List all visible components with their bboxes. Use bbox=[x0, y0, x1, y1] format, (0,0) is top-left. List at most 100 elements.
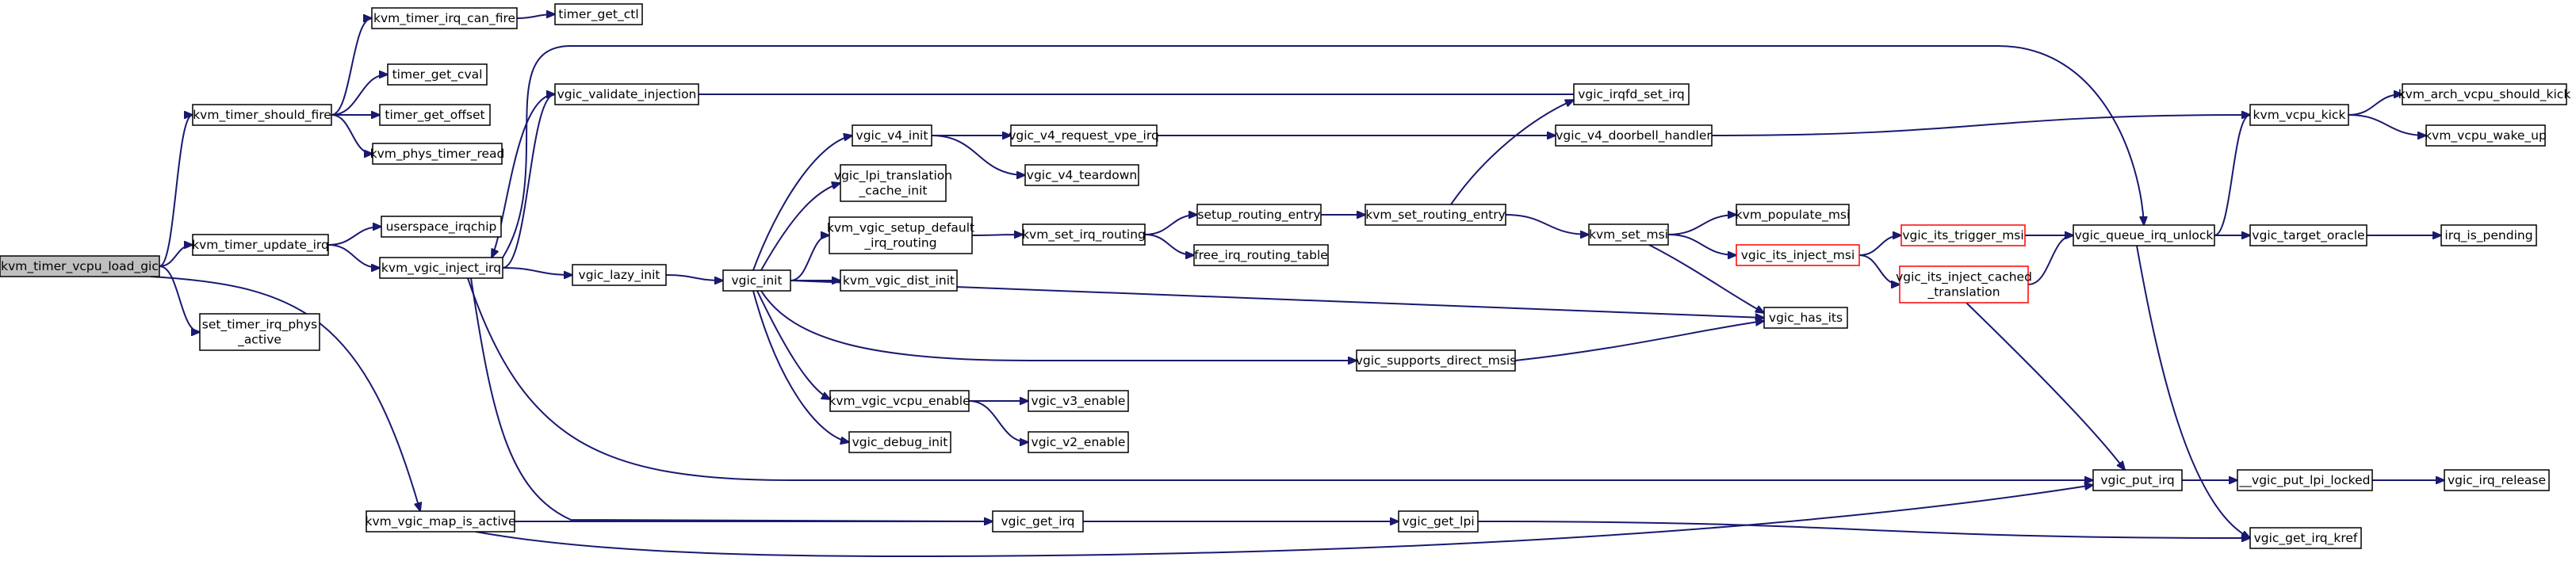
node-irq-is-pending[interactable]: irq_is_pending bbox=[2440, 224, 2537, 246]
node-box bbox=[1196, 204, 1322, 226]
node-timer-get-offset[interactable]: timer_get_offset bbox=[379, 104, 491, 126]
node-box bbox=[1365, 204, 1506, 226]
node-box bbox=[2092, 469, 2183, 491]
node-label: setup_routing_entry bbox=[1197, 208, 1320, 223]
node-box bbox=[379, 257, 503, 279]
node-vgic-irq-release[interactable]: vgic_irq_release bbox=[2444, 469, 2550, 491]
node-box bbox=[2249, 527, 2362, 549]
node-box bbox=[1555, 124, 1713, 147]
node-vgic-supports-direct-msis[interactable]: vgic_supports_direct_msis bbox=[1356, 349, 1517, 372]
node-box bbox=[2440, 224, 2537, 246]
node-kvm-vgic-inject-irq[interactable]: kvm_vgic_inject_irq bbox=[379, 257, 503, 279]
node-label: userspace_irqchip bbox=[386, 220, 497, 235]
node-label: kvm_arch_vcpu_should_kick bbox=[2398, 87, 2571, 102]
call-edge bbox=[502, 94, 555, 269]
call-edge bbox=[159, 245, 193, 267]
node-kvm-vgic-dist-init[interactable]: kvm_vgic_dist_init bbox=[840, 269, 958, 292]
node-vgic-its-trigger-msi[interactable]: vgic_its_trigger_msi bbox=[1900, 224, 2026, 246]
node-kvm-populate-msi[interactable]: kvm_populate_msi bbox=[1736, 204, 1851, 226]
node-label: timer_get_cval bbox=[392, 67, 483, 82]
node-label: irq_is_pending bbox=[2444, 228, 2532, 243]
node-label: kvm_timer_update_irq bbox=[192, 238, 329, 253]
node-timer-get-cval[interactable]: timer_get_cval bbox=[387, 63, 488, 86]
node-box bbox=[1024, 164, 1139, 186]
node-vgic-validate-injection[interactable]: vgic_validate_injection bbox=[554, 83, 699, 105]
node-label: vgic_lazy_init bbox=[579, 268, 660, 283]
node-kvm-timer-should-fire[interactable]: kvm_timer_should_fire bbox=[192, 104, 332, 126]
node-box bbox=[572, 264, 667, 286]
node-vgic-get-irq[interactable]: vgic_get_irq bbox=[992, 510, 1084, 533]
node-kvm-vcpu-wake-up[interactable]: kvm_vcpu_wake_up bbox=[2425, 124, 2547, 147]
call-edge bbox=[1965, 302, 2125, 470]
node-box bbox=[1588, 223, 1669, 246]
node-box bbox=[2444, 469, 2550, 491]
function-nodes: kvm_timer_vcpu_load_gic kvm_timer_should_… bbox=[0, 3, 2571, 549]
node-box bbox=[829, 390, 970, 412]
node-kvm-timer-irq-can-fire[interactable]: kvm_timer_irq_can_fire bbox=[371, 7, 518, 29]
node-free-irq-routing-table[interactable]: free_irq_routing_table bbox=[1193, 244, 1329, 266]
node-kvm-vgic-vcpu-enable[interactable]: kvm_vgic_vcpu_enable bbox=[829, 390, 970, 412]
node-vgic-put-lpi-locked[interactable]: __vgic_put_lpi_locked bbox=[2237, 469, 2373, 491]
node-kvm-arch-vcpu-should-kick[interactable]: kvm_arch_vcpu_should_kick bbox=[2398, 83, 2571, 105]
call-edge bbox=[159, 265, 200, 332]
node-vgic-target-oracle[interactable]: vgic_target_oracle bbox=[2249, 224, 2367, 246]
node-vgic-v3-enable[interactable]: vgic_v3_enable bbox=[1028, 390, 1129, 412]
call-edge bbox=[331, 18, 372, 116]
node-setup-routing-entry[interactable]: setup_routing_entry bbox=[1196, 204, 1322, 226]
node-vgic-v4-teardown[interactable]: vgic_v4_teardown bbox=[1024, 164, 1139, 186]
node-vgic-get-irq-kref[interactable]: vgic_get_irq_kref bbox=[2249, 527, 2362, 549]
node-vgic-lazy-init[interactable]: vgic_lazy_init bbox=[572, 264, 667, 286]
node-vgic-put-irq[interactable]: vgic_put_irq bbox=[2092, 469, 2183, 491]
node-kvm-set-routing-entry[interactable]: kvm_set_routing_entry bbox=[1365, 204, 1506, 226]
node-kvm-set-irq-routing[interactable]: kvm_set_irq_routing bbox=[1022, 223, 1146, 246]
call-edge bbox=[327, 244, 380, 268]
call-edge bbox=[931, 135, 1025, 175]
call-edge bbox=[331, 114, 373, 154]
call-edge bbox=[2348, 94, 2402, 116]
node-label: vgic_target_oracle bbox=[2252, 228, 2364, 243]
node-vgic-v4-doorbell-handler[interactable]: vgic_v4_doorbell_handler bbox=[1555, 124, 1713, 147]
node-vgic-v4-init[interactable]: vgic_v4_init bbox=[852, 124, 932, 147]
call-edge bbox=[752, 136, 852, 271]
node-box bbox=[722, 269, 791, 292]
node-kvm-vgic-map-is-active[interactable]: kvm_vgic_map_is_active bbox=[365, 510, 516, 533]
node-label: vgic_v4_doorbell_handler bbox=[1556, 128, 1712, 143]
node-box bbox=[1398, 510, 1479, 533]
node-label: vgic_irqfd_set_irq bbox=[1578, 87, 1685, 102]
node-userspace-irqchip[interactable]: userspace_irqchip bbox=[381, 216, 502, 238]
node-vgic-get-lpi[interactable]: vgic_get_lpi bbox=[1398, 510, 1479, 533]
node-kvm-timer-vcpu-load-gic[interactable]: kvm_timer_vcpu_load_gic bbox=[0, 255, 160, 277]
node-label: vgic_init bbox=[731, 273, 782, 288]
node-vgic-debug-init[interactable]: vgic_debug_init bbox=[848, 431, 951, 453]
node-vgic-lpi-translation-cache-init[interactable]: vgic_lpi_translation_cache_init bbox=[834, 164, 952, 202]
node-label: kvm_phys_timer_read bbox=[370, 147, 505, 162]
node-vgic-has-its[interactable]: vgic_has_its bbox=[1763, 307, 1848, 329]
node-vgic-its-inject-cached-translation[interactable]: vgic_its_inject_cached_translation bbox=[1896, 265, 2032, 303]
node-label: kvm_vcpu_wake_up bbox=[2425, 128, 2547, 143]
node-vgic-init[interactable]: vgic_init bbox=[722, 269, 791, 292]
node-vgic-its-inject-msi[interactable]: vgic_its_inject_msi bbox=[1736, 244, 1860, 266]
node-kvm-vgic-setup-default-irq-routing[interactable]: kvm_vgic_setup_default_irq_routing bbox=[827, 216, 974, 254]
call-edge bbox=[1144, 234, 1194, 255]
node-vgic-queue-irq-unlock[interactable]: vgic_queue_irq_unlock bbox=[2073, 224, 2215, 246]
node-box bbox=[2402, 83, 2567, 105]
call-edge bbox=[1858, 235, 1901, 256]
node-box bbox=[554, 83, 699, 105]
node-box bbox=[1028, 431, 1129, 453]
node-kvm-set-msi[interactable]: kvm_set_msi bbox=[1588, 223, 1669, 246]
node-label: _cache_init bbox=[859, 184, 928, 199]
node-vgic-v4-request-vpe-irq[interactable]: vgic_v4_request_vpe_irq bbox=[1009, 124, 1159, 147]
node-vgic-v2-enable[interactable]: vgic_v2_enable bbox=[1028, 431, 1129, 453]
node-kvm-vcpu-kick[interactable]: kvm_vcpu_kick bbox=[2249, 104, 2349, 126]
node-label: vgic_lpi_translation bbox=[834, 169, 952, 184]
node-timer-get-ctl[interactable]: timer_get_ctl bbox=[554, 3, 643, 25]
node-box bbox=[1763, 307, 1848, 329]
node-vgic-irqfd-set-irq[interactable]: vgic_irqfd_set_irq bbox=[1573, 83, 1690, 105]
node-kvm-phys-timer-read[interactable]: kvm_phys_timer_read bbox=[370, 143, 505, 165]
node-kvm-timer-update-irq[interactable]: kvm_timer_update_irq bbox=[192, 234, 329, 256]
node-label: timer_get_ctl bbox=[558, 7, 638, 22]
call-edge bbox=[159, 115, 193, 267]
node-box bbox=[371, 7, 518, 29]
node-set-timer-irq-phys-active[interactable]: set_timer_irq_phys_active bbox=[199, 313, 320, 351]
node-box bbox=[1900, 224, 2026, 246]
